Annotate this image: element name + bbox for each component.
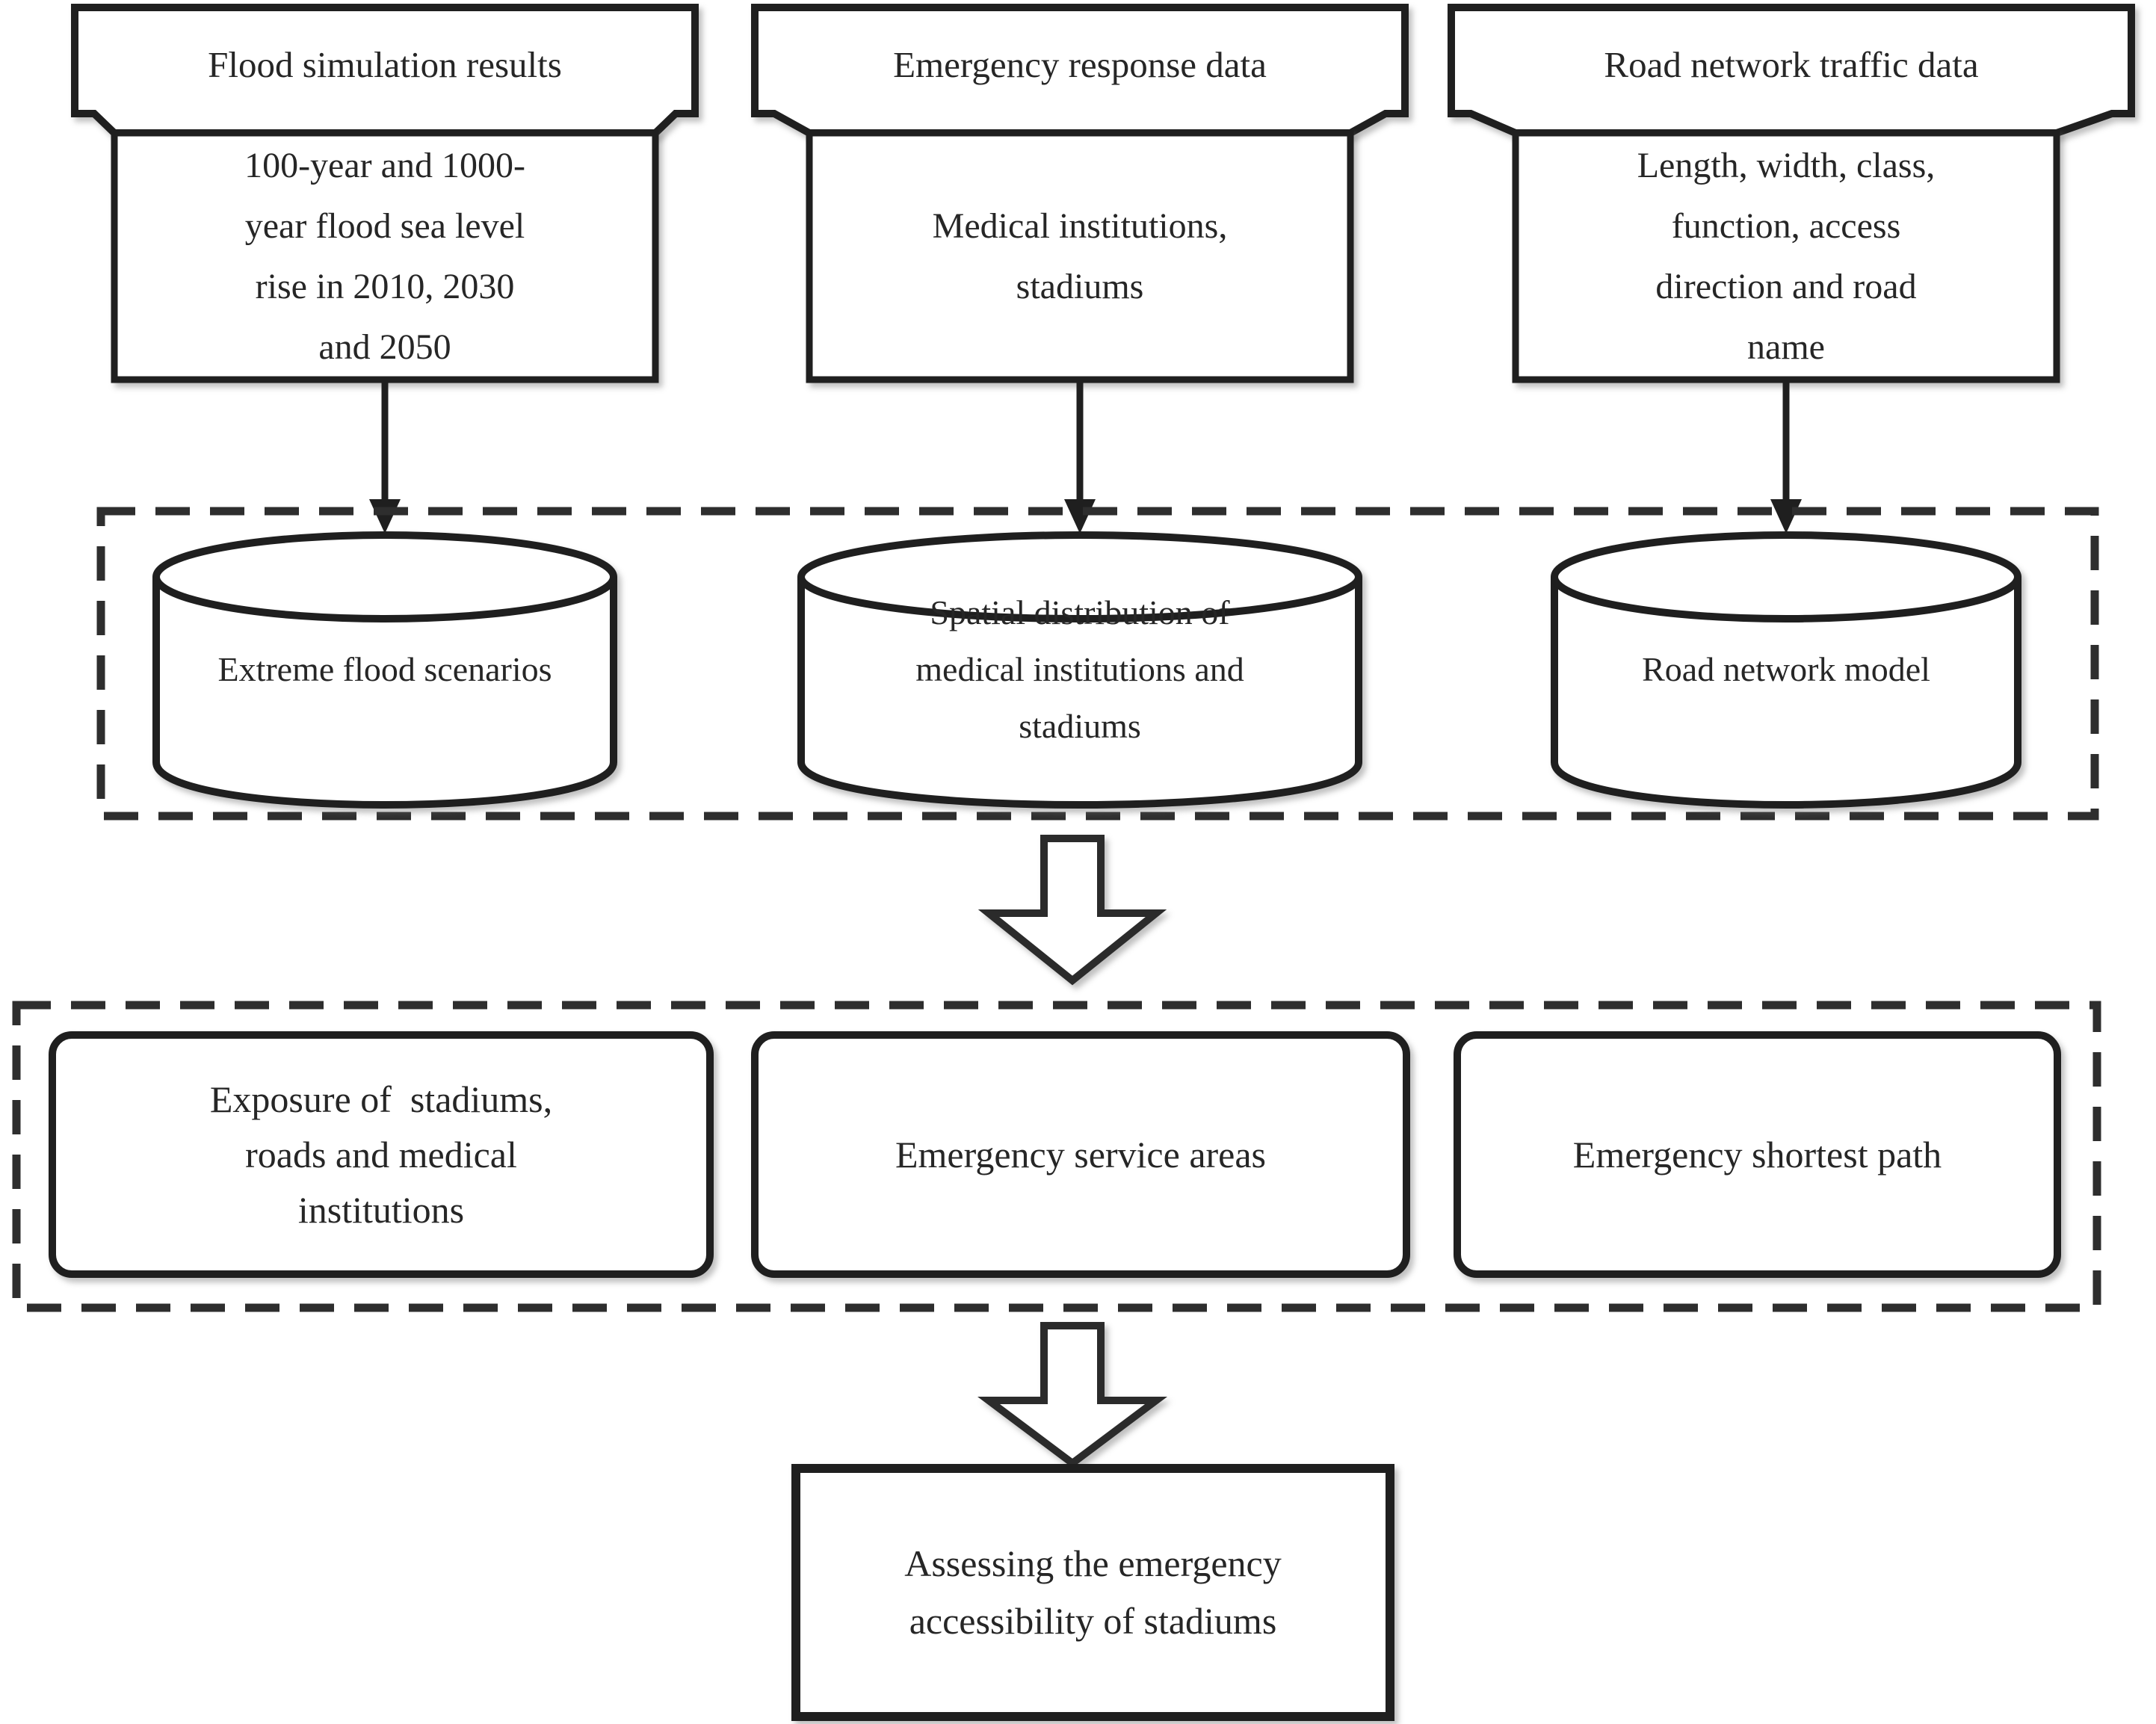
detail-line: rise in 2010, 2030 (255, 267, 515, 306)
detail-line: stadiums (1016, 267, 1144, 306)
source-detail-text-1: 100-year and 1000- year flood sea level … (114, 136, 655, 377)
result-box (791, 1464, 1394, 1721)
result-label-line: Assessing the emergency (904, 1542, 1282, 1584)
source-detail-box-3 (1512, 129, 2060, 383)
db-label-line: Extreme flood scenarios (217, 650, 552, 688)
analysis-label-line: institutions (297, 1189, 465, 1231)
source-detail-text-2: Medical institutions, stadiums (809, 136, 1350, 377)
dashed-group-box-databases (96, 507, 2099, 821)
detail-line: Medical institutions, (932, 206, 1228, 246)
source-banner-title-3: Road network traffic data (1451, 7, 2131, 121)
analysis-box-2 (751, 1031, 1410, 1278)
database-label-2: Spatial distribution of medical institut… (801, 559, 1359, 780)
banner-title-text: Flood simulation results (208, 43, 562, 85)
database-cylinder-1 (152, 531, 617, 809)
detail-line: function, access (1671, 206, 1901, 246)
source-detail-box-2 (806, 129, 1354, 383)
block-arrow-2 (977, 1322, 1167, 1468)
db-label-line: medical institutions and (915, 650, 1244, 688)
database-label-3: Road network model (1554, 559, 2018, 780)
analysis-box-3 (1454, 1031, 2061, 1278)
analysis-label-line: Emergency service areas (895, 1134, 1267, 1175)
source-detail-box-1 (111, 129, 659, 383)
analysis-label-1: Exposure of stadiums, roads and medical … (52, 1035, 710, 1274)
analysis-label-line: roads and medical (245, 1134, 517, 1175)
banner-title-text: Emergency response data (893, 43, 1267, 85)
analysis-label-3: Emergency shortest path (1457, 1035, 2057, 1274)
detail-line: name (1747, 327, 1825, 367)
source-detail-text-3: Length, width, class, function, access d… (1516, 136, 2057, 377)
dashed-group-box-analysis (12, 1001, 2101, 1312)
detail-line: year flood sea level (244, 206, 525, 246)
source-banner-title-1: Flood simulation results (75, 7, 695, 121)
db-label-line: Spatial distribution of (930, 593, 1230, 631)
database-cylinder-2 (797, 531, 1362, 809)
analysis-label-line: Emergency shortest path (1572, 1134, 1942, 1175)
db-label-line: stadiums (1019, 707, 1141, 745)
detail-line: and 2050 (318, 327, 451, 367)
result-label: Assessing the emergency accessibility of… (796, 1468, 1390, 1717)
banner-title-text: Road network traffic data (1604, 43, 1979, 85)
analysis-label-line: Exposure of stadiums, (209, 1078, 553, 1120)
block-arrow-1 (977, 835, 1167, 986)
detail-line: 100-year and 1000- (244, 146, 525, 185)
detail-line: Length, width, class, (1637, 146, 1936, 185)
analysis-label-2: Emergency service areas (755, 1035, 1406, 1274)
database-label-1: Extreme flood scenarios (156, 559, 614, 780)
result-label-line: accessibility of stadiums (909, 1600, 1277, 1642)
db-label-line: Road network model (1642, 650, 1930, 688)
analysis-box-1 (49, 1031, 714, 1278)
database-cylinder-3 (1551, 531, 2021, 809)
detail-line: direction and road (1655, 267, 1917, 306)
source-banner-title-2: Emergency response data (755, 7, 1405, 121)
